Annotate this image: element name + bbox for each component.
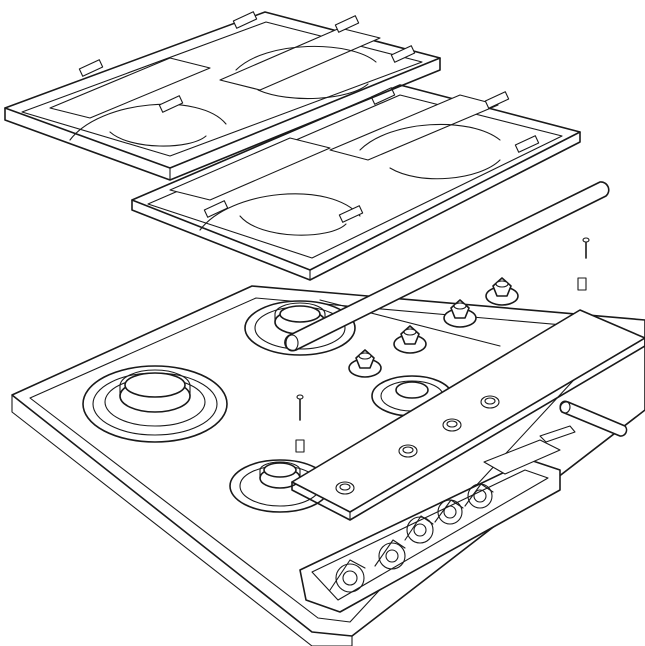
control-knobs	[348, 277, 519, 378]
knob	[348, 349, 382, 378]
screw	[296, 394, 304, 421]
screws	[295, 237, 590, 453]
screw	[582, 237, 590, 259]
spacer	[577, 277, 587, 291]
large-burner	[82, 365, 228, 443]
knob	[443, 299, 477, 328]
knob	[485, 277, 519, 306]
control-panel	[291, 309, 645, 521]
rear-left-burner	[244, 300, 356, 356]
rod	[284, 181, 610, 352]
knob	[393, 325, 427, 354]
rear-pan-support	[4, 11, 441, 181]
spacer	[295, 439, 305, 453]
gas-valves	[299, 425, 576, 613]
gas-pipe	[559, 400, 628, 437]
